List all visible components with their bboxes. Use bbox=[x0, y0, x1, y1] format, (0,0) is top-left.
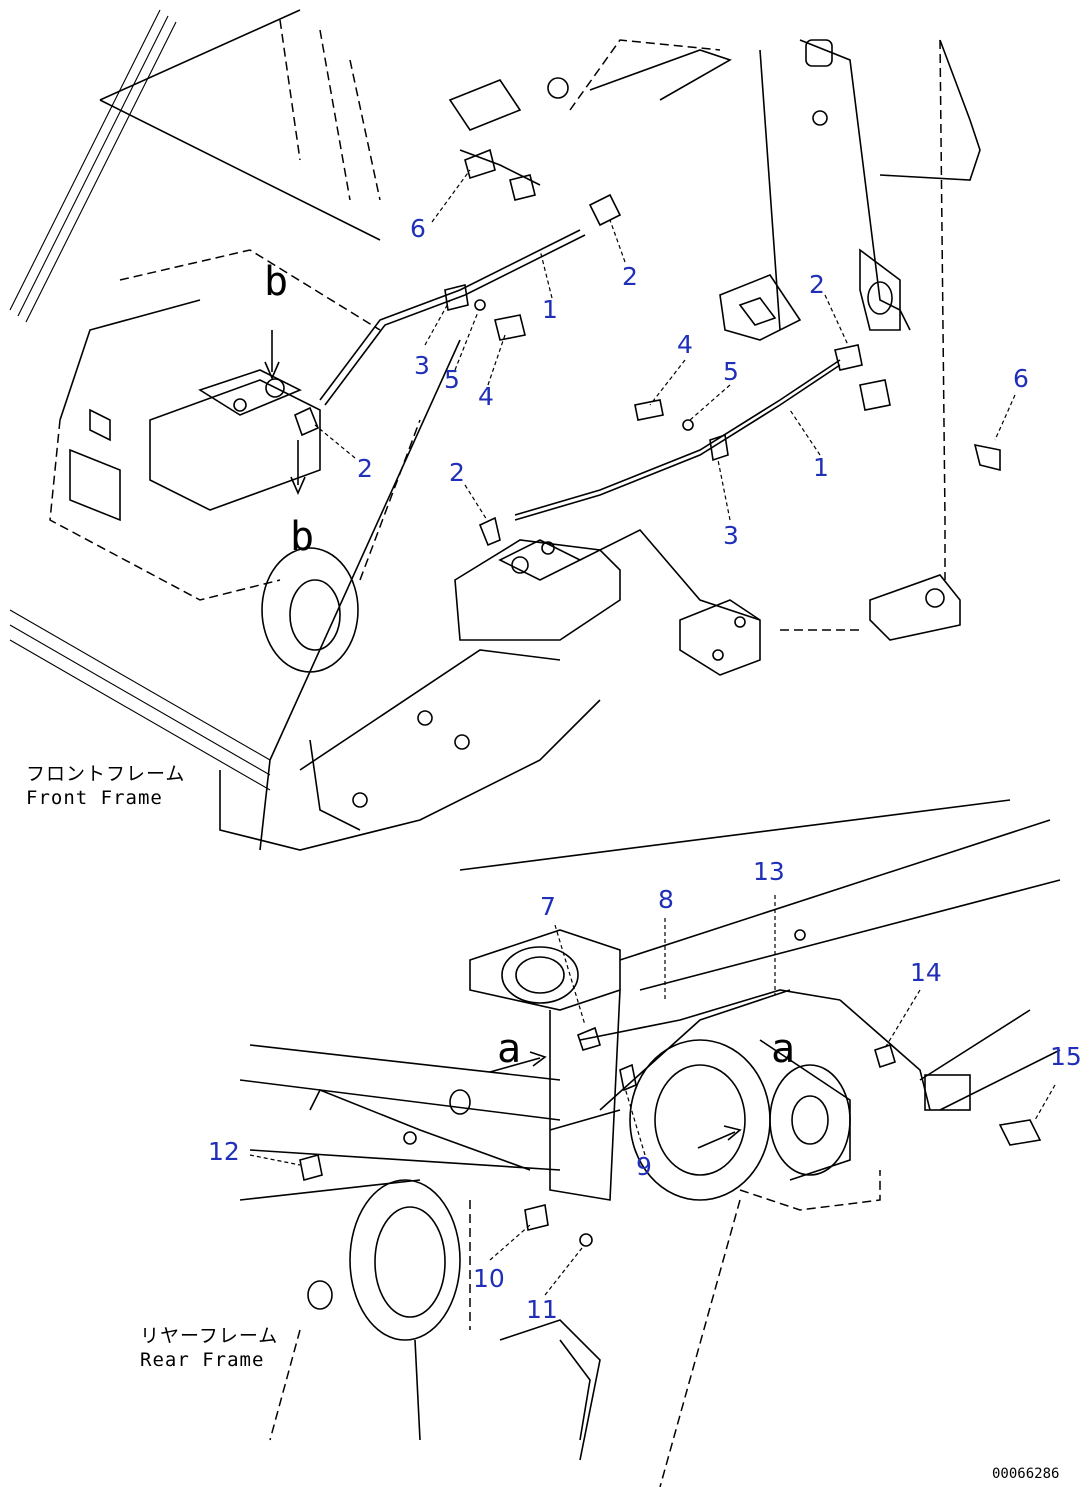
rear-frame-drawing bbox=[239, 799, 1061, 1487]
view-letter-b-bottom: b bbox=[290, 514, 314, 560]
callout-3: 3 bbox=[723, 521, 739, 550]
rear-frame-label-en: Rear Frame bbox=[140, 1349, 264, 1371]
callout-11: 11 bbox=[526, 1295, 558, 1324]
callout-4: 4 bbox=[478, 382, 494, 411]
callout-7: 7 bbox=[540, 892, 556, 921]
callout-5: 5 bbox=[723, 357, 739, 386]
callout-6: 6 bbox=[1013, 364, 1029, 393]
callout-1: 1 bbox=[542, 295, 558, 324]
callout-2: 2 bbox=[809, 270, 825, 299]
callout-14: 14 bbox=[910, 958, 942, 987]
callout-5: 5 bbox=[444, 365, 460, 394]
drawing-code: 00066286 bbox=[992, 1466, 1059, 1482]
callout-2: 2 bbox=[449, 458, 465, 487]
front-frame-drawing bbox=[9, 9, 1016, 851]
callout-10: 10 bbox=[473, 1264, 505, 1293]
callout-2: 2 bbox=[622, 262, 638, 291]
rear-frame-label-jp: リヤーフレーム bbox=[140, 1325, 278, 1347]
view-letter-b-top: b bbox=[264, 259, 288, 305]
callout-3: 3 bbox=[414, 351, 430, 380]
callout-6: 6 bbox=[410, 214, 426, 243]
view-letter-a-left: a bbox=[497, 1026, 521, 1072]
callout-4: 4 bbox=[677, 330, 693, 359]
callout-15: 15 bbox=[1050, 1042, 1082, 1071]
callout-9: 9 bbox=[636, 1152, 652, 1181]
callout-2: 2 bbox=[357, 454, 373, 483]
view-letter-a-right: a bbox=[771, 1026, 795, 1072]
front-frame-label-en: Front Frame bbox=[26, 787, 163, 809]
callout-8: 8 bbox=[658, 885, 674, 914]
callout-1: 1 bbox=[813, 453, 829, 482]
front-frame-label-jp: フロントフレーム bbox=[26, 763, 185, 785]
callout-12: 12 bbox=[208, 1137, 240, 1166]
callout-13: 13 bbox=[753, 857, 785, 886]
